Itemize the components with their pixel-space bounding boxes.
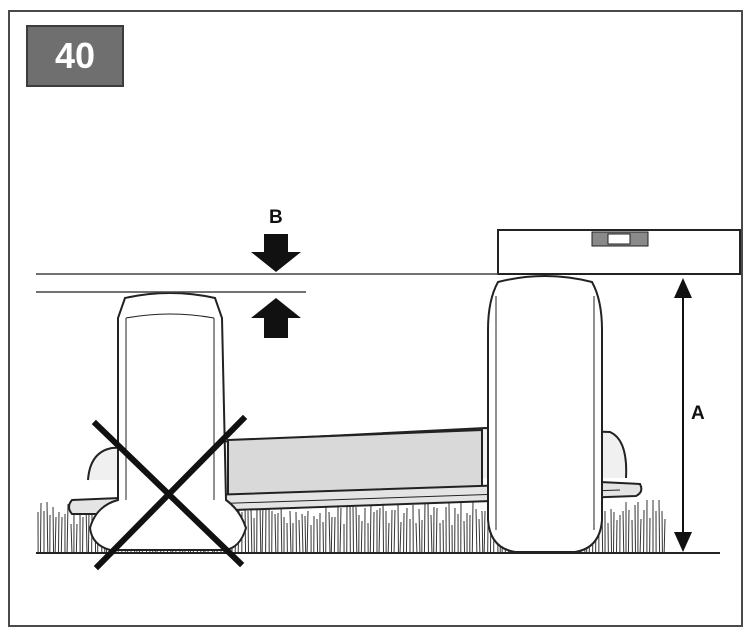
right-tire <box>487 275 603 553</box>
double-arrow-icon <box>674 278 692 552</box>
step-number-badge: 40 <box>26 25 124 87</box>
cross-mark-icon <box>91 414 248 571</box>
arrow-pair-icon <box>251 234 301 338</box>
gap-label: B <box>269 207 283 228</box>
spirit-level-icon <box>497 229 741 275</box>
step-number: 40 <box>54 35 96 76</box>
height-label: A <box>691 403 705 424</box>
left-tire <box>88 292 248 551</box>
